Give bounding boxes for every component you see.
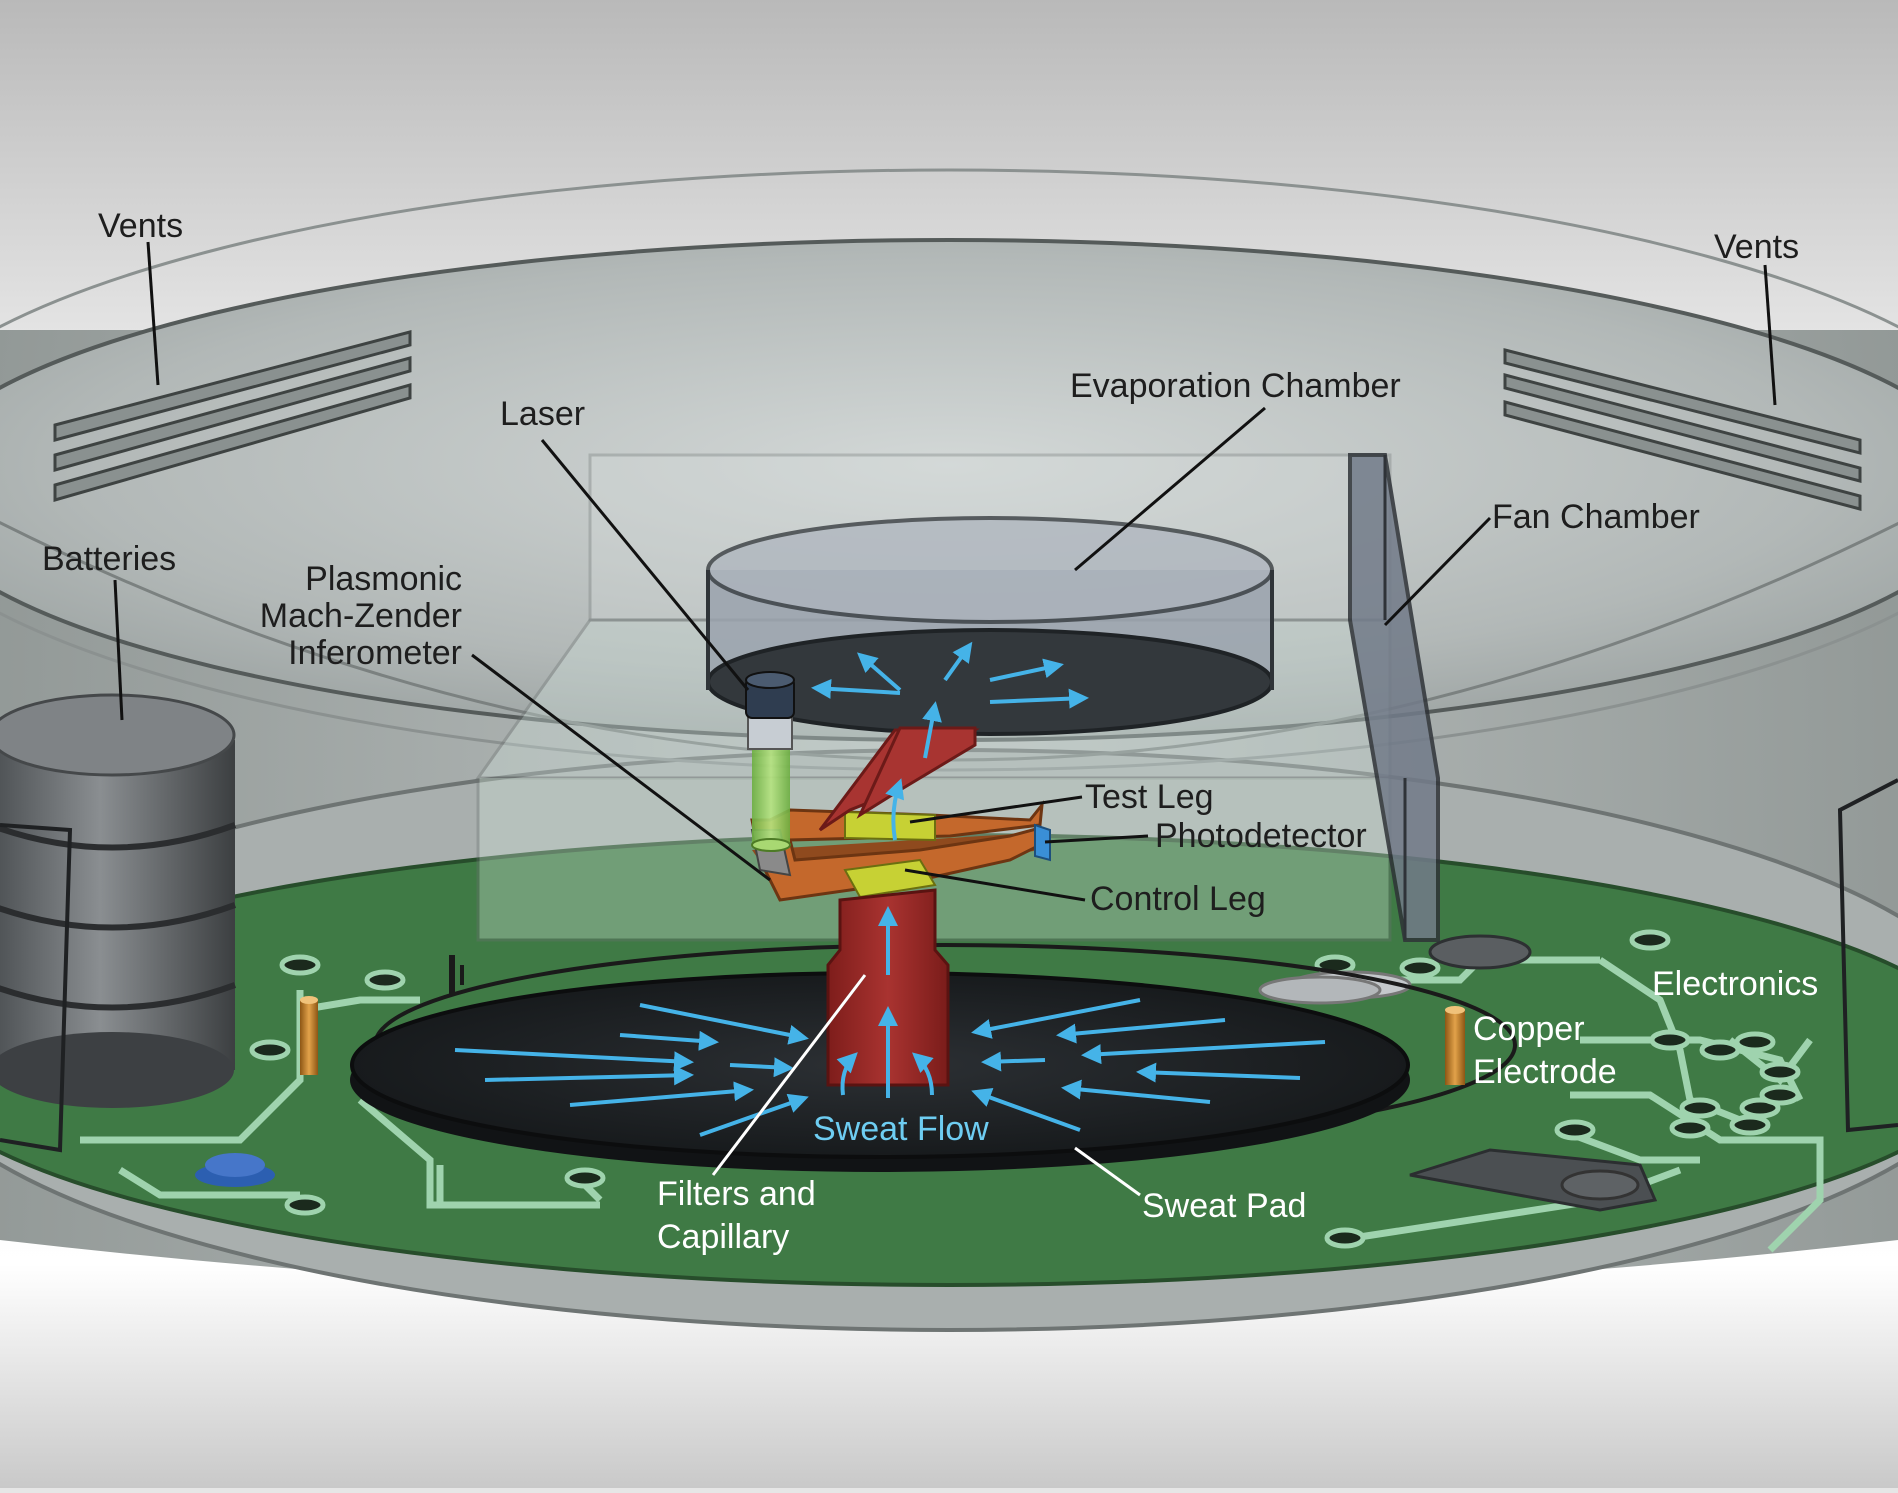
photodetector: [1034, 823, 1051, 862]
label-fan-chamber: Fan Chamber: [1492, 498, 1700, 536]
label-sweat-flow: Sweat Flow: [813, 1110, 989, 1148]
label-interferometer-line3: Inferometer: [288, 634, 462, 672]
label-electronics: Electronics: [1652, 965, 1818, 1003]
chip-component: [1560, 1169, 1640, 1201]
label-photodetector: Photodetector: [1155, 817, 1367, 855]
sweat-pad-leader: [1074, 1146, 1141, 1197]
label-batteries: Batteries: [42, 540, 176, 578]
label-laser: Laser: [500, 395, 585, 433]
label-test-leg: Test Leg: [1085, 778, 1214, 816]
arrow-icon: [454, 1048, 694, 1072]
vents-left-slots: [53, 330, 412, 502]
label-sweat-pad: Sweat Pad: [1142, 1187, 1306, 1225]
batteries: [0, 693, 237, 1153]
label-vents-right: Vents: [1714, 228, 1799, 266]
control-leg: [843, 858, 937, 899]
label-copper-electrode-line1: Copper: [1473, 1010, 1585, 1048]
laser: [745, 671, 795, 852]
circuit-pads: [249, 929, 1801, 1249]
label-copper-electrode-line2: Electrode: [1473, 1053, 1617, 1091]
label-vents-left: Vents: [98, 207, 183, 245]
vents-right-slots: [1503, 348, 1862, 511]
flow-arrows: [454, 641, 1326, 1137]
label-filters-line2: Capillary: [657, 1218, 789, 1256]
label-interferometer-line2: Mach-Zender: [260, 597, 462, 635]
copper-electrode-left: [300, 996, 318, 1075]
evaporation-chamber: [706, 516, 1274, 736]
laser-beam: [752, 745, 790, 845]
label-filters-line1: Filters and: [657, 1175, 816, 1213]
label-control-leg: Control Leg: [1090, 880, 1266, 918]
test-leg: [844, 810, 936, 842]
side-bracket: [1837, 778, 1898, 1133]
label-interferometer-line1: Plasmonic: [305, 560, 462, 598]
copper-electrode-right: [1445, 1006, 1465, 1085]
label-evaporation-chamber: Evaporation Chamber: [1070, 367, 1401, 405]
fan-chamber: [1348, 453, 1440, 942]
capacitor: [1428, 934, 1532, 970]
capillary-leader: [711, 974, 867, 1176]
